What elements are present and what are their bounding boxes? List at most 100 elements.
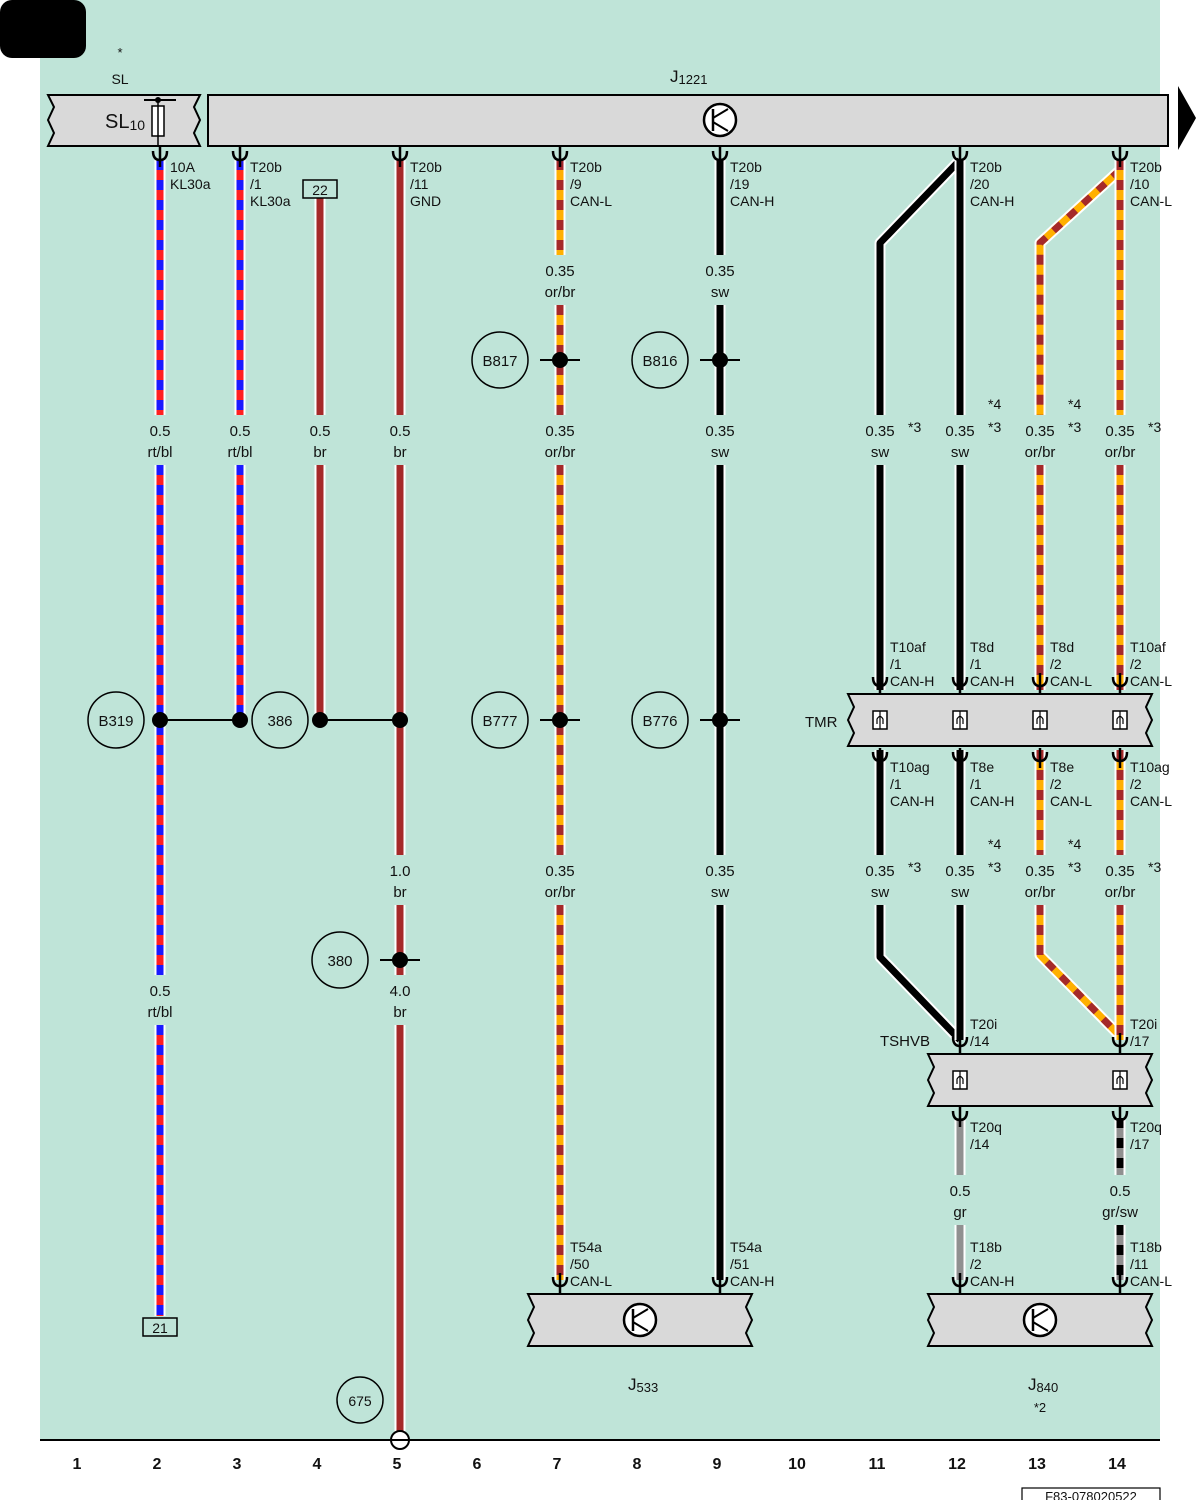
wire-color-w9b: sw xyxy=(711,444,730,461)
pin-label-line: /2 xyxy=(970,1256,982,1272)
tshvb-body xyxy=(926,1053,1154,1107)
wire-color-w11a: sw xyxy=(871,444,890,461)
pin-connector-icon xyxy=(391,147,409,167)
pin-connector-icon xyxy=(951,147,969,167)
pin-label-line: CAN-L xyxy=(1130,1273,1172,1289)
splice-points xyxy=(152,352,740,968)
pin-label-line: /11 xyxy=(1130,1256,1149,1272)
svg-text:B816: B816 xyxy=(642,353,677,370)
sl-name: SL10 xyxy=(105,111,145,133)
node-b319[interactable]: B319 xyxy=(87,691,145,749)
wire-size-w9a: 0.35 xyxy=(705,263,734,280)
wire-size-w11a: 0.35 xyxy=(865,423,894,440)
pin-label-line: T54a xyxy=(730,1239,762,1255)
pin-connector-icon xyxy=(551,1273,569,1293)
wire-size-w11b: 0.35 xyxy=(865,863,894,880)
wire-size-w7c: 0.35 xyxy=(545,863,574,880)
pin-label-line: T20i xyxy=(970,1016,997,1032)
pin-connector-icon xyxy=(951,1107,969,1127)
node-b776[interactable]: B776 xyxy=(631,691,689,749)
wire-size-w2b: 0.5 xyxy=(150,983,171,1000)
wire-note-w14b: *3 xyxy=(1148,859,1161,875)
pin-label-line: T20q xyxy=(970,1119,1002,1135)
wire-color-w3: rt/bl xyxy=(227,444,252,461)
reference-box-21[interactable]: 21 xyxy=(142,1317,178,1337)
wire-note-w14a: *3 xyxy=(1148,419,1161,435)
pin-label-line: /2 xyxy=(1050,656,1062,672)
pin-label-line: T20b xyxy=(1130,159,1162,175)
wire-label-w4: 0.5br xyxy=(310,423,331,461)
svg-text:386: 386 xyxy=(267,713,292,730)
pin-label-line: CAN-L xyxy=(1050,673,1092,689)
transistor-icon xyxy=(622,1302,658,1338)
pin-label-line: /1 xyxy=(970,656,982,672)
connector-block-tshvb[interactable]: TSHVB xyxy=(880,1033,1154,1107)
connector-jack-icon xyxy=(1032,710,1048,730)
pin-label-line: CAN-L xyxy=(1130,193,1172,209)
wire-w13b[interactable] xyxy=(1034,905,1124,1040)
wire-w11a[interactable] xyxy=(874,156,964,415)
fuse-sl10[interactable]: * SL SL10 xyxy=(46,45,202,147)
pin-label-line: T10ag xyxy=(890,759,930,775)
node-380[interactable]: 380 xyxy=(311,931,369,989)
node-386[interactable]: 386 xyxy=(251,691,309,749)
j1221-name: J1221 xyxy=(670,67,707,87)
node-b816[interactable]: B816 xyxy=(631,331,689,389)
wire-size-w14a: 0.35 xyxy=(1105,423,1134,440)
pin-label-line: CAN-H xyxy=(970,793,1014,809)
control-unit-j840[interactable]: J840 *2 xyxy=(926,1293,1154,1415)
column-number: 9 xyxy=(713,1456,722,1473)
pin-connectors xyxy=(151,147,1129,1293)
pin-connector-icon xyxy=(1111,1033,1129,1053)
wire-label-w5a: 0.5br xyxy=(390,423,411,461)
connector-block-tmr[interactable]: TMR xyxy=(805,693,1154,747)
pin-connector-icon xyxy=(551,147,569,167)
continue-arrow-icon[interactable] xyxy=(1178,86,1196,150)
control-unit-j1221[interactable]: J1221 xyxy=(207,67,1169,147)
wire-color-w4: br xyxy=(313,444,326,461)
pin-label-line: T8d xyxy=(970,639,994,655)
wire-size-w12b: 0.35 xyxy=(945,863,974,880)
wire-size-w7a: 0.35 xyxy=(545,263,574,280)
wire-label-w3: 0.5rt/bl xyxy=(227,423,252,461)
pin-label-line: T54a xyxy=(570,1239,602,1255)
svg-text:675: 675 xyxy=(348,1393,372,1409)
wire-w13a[interactable] xyxy=(1034,165,1124,415)
pin-label-line: /1 xyxy=(890,656,902,672)
node-b817[interactable]: B817 xyxy=(471,331,529,389)
wire-color-w2a: rt/bl xyxy=(147,444,172,461)
pin-connector-icon xyxy=(1111,1273,1129,1293)
wire-size-w14c: 0.5 xyxy=(1110,1183,1131,1200)
node-675[interactable]: 675 xyxy=(336,1376,384,1424)
pin-label-line: GND xyxy=(410,193,441,209)
wire-w11b[interactable] xyxy=(874,905,964,1044)
wire-label-w2a: 0.5 rt/bl xyxy=(147,423,172,461)
pin-label-line: /11 xyxy=(410,176,429,192)
pin-label-line: T18b xyxy=(970,1239,1002,1255)
pin-connector-icon xyxy=(1031,748,1049,768)
wire-color-w14b: or/br xyxy=(1105,884,1136,901)
pin-label-line: T20i xyxy=(1130,1016,1157,1032)
control-unit-j533[interactable]: J533 xyxy=(526,1293,754,1395)
pin-connector-icon xyxy=(711,147,729,167)
pin-connector-icon xyxy=(711,1273,729,1293)
node-b777[interactable]: B777 xyxy=(471,691,529,749)
wire-size-w2a: 0.5 xyxy=(150,423,171,440)
reference-box-22[interactable]: 22 xyxy=(302,179,338,199)
pin-label-line: CAN-L xyxy=(570,193,612,209)
wire-size-w13a: 0.35 xyxy=(1025,423,1054,440)
wire-size-w5a: 0.5 xyxy=(390,423,411,440)
pin-label-line: CAN-H xyxy=(970,1273,1014,1289)
svg-text:21: 21 xyxy=(152,1320,168,1336)
column-number: 10 xyxy=(788,1456,806,1473)
wire-note2-w13a: *4 xyxy=(1068,396,1081,412)
pin-label-line: /2 xyxy=(1050,776,1062,792)
pin-label-line: /2 xyxy=(1130,776,1142,792)
